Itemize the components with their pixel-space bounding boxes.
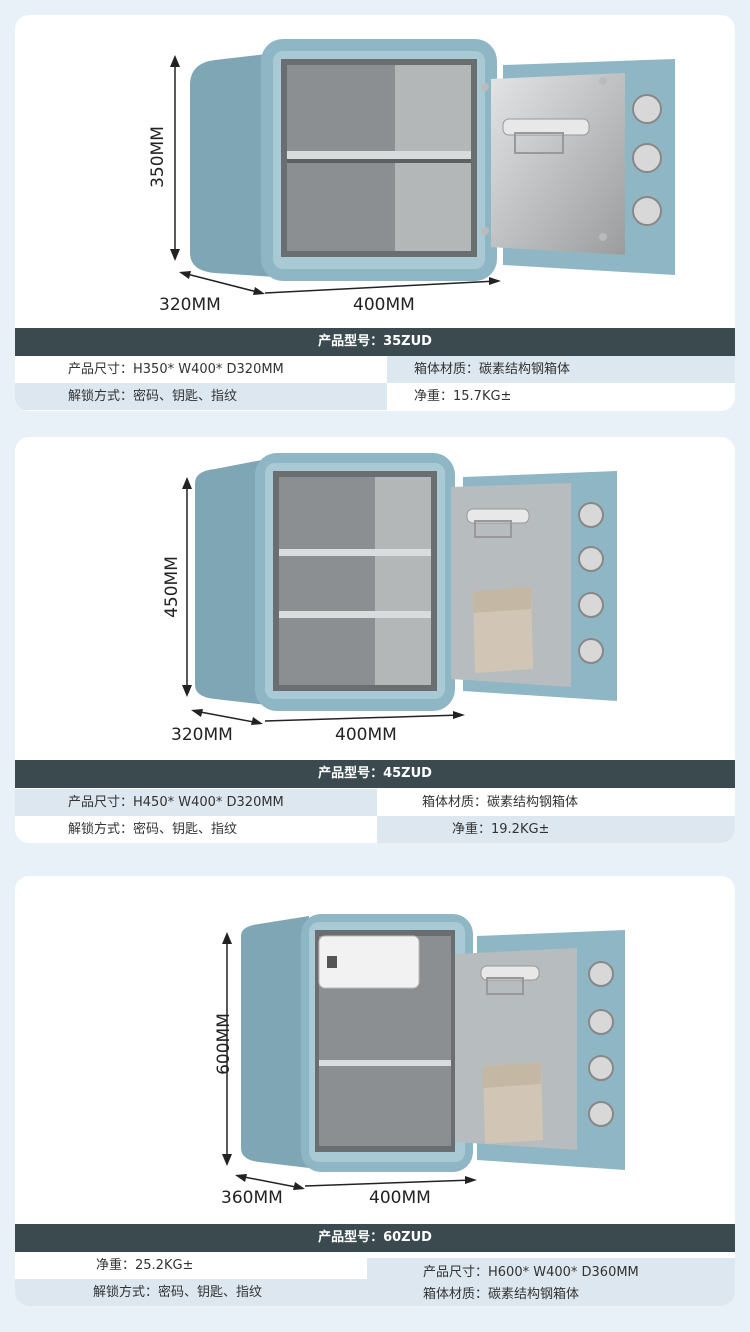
size-spec: 产品尺寸：H600* W400* D360MM [367, 1258, 735, 1287]
spec-row: 产品尺寸：H450* W400* D320MM 箱体材质：碳素结构钢箱体 [15, 789, 735, 816]
spec-row: 解锁方式：密码、钥匙、指纹 净重：19.2KG± [15, 816, 735, 843]
weight-spec: 净重：25.2KG± [15, 1252, 367, 1279]
unlock-spec: 解锁方式：密码、钥匙、指纹 [15, 816, 377, 843]
material-spec: 箱体材质：碳素结构钢箱体 [377, 789, 735, 816]
spec-row: 产品尺寸：H350* W400* D320MM 箱体材质：碳素结构钢箱体 [15, 356, 735, 383]
material-spec: 箱体材质：碳素结构钢箱体 [367, 1284, 735, 1306]
safe-image-45zud: 450MM 320MM 400MM [15, 437, 735, 757]
width-dimension-label: 400MM [353, 295, 415, 315]
depth-dimension-label: 320MM [171, 725, 233, 745]
height-dimension-label: 600MM [213, 1013, 234, 1075]
height-dimension-label: 450MM [161, 556, 182, 618]
spec-row: 净重：25.2KG± 解锁方式：密码、钥匙、指纹 产品尺寸：H600* W400… [15, 1252, 735, 1306]
safe-illustration [170, 39, 675, 295]
product-card-45zud: 450MM 320MM 400MM 产品型号：45ZUD 产品尺寸：H450* … [15, 437, 735, 843]
depth-dimension-label: 320MM [159, 295, 221, 315]
size-spec: 产品尺寸：H350* W400* D320MM [15, 356, 387, 383]
model-bar: 产品型号：60ZUD [15, 1224, 735, 1252]
material-spec: 箱体材质：碳素结构钢箱体 [387, 356, 735, 383]
width-dimension-label: 400MM [369, 1188, 431, 1208]
safe-image-60zud: 600MM 360MM 400MM [15, 876, 735, 1216]
product-card-35zud: 350MM 320MM 400MM 产品型号：35ZUD 产品尺寸：H350* … [15, 15, 735, 411]
weight-spec: 净重：15.7KG± [387, 383, 735, 410]
safe-illustration [182, 453, 617, 725]
safe-image-35zud: 350MM 320MM 400MM [15, 15, 735, 325]
weight-spec: 净重：19.2KG± [377, 816, 735, 843]
unlock-spec: 解锁方式：密码、钥匙、指纹 [15, 1279, 367, 1306]
width-dimension-label: 400MM [335, 725, 397, 745]
height-dimension-label: 350MM [147, 126, 168, 188]
depth-dimension-label: 360MM [221, 1188, 283, 1208]
product-card-60zud: 600MM 360MM 400MM 产品型号：60ZUD 净重：25.2KG± … [15, 876, 735, 1306]
size-spec: 产品尺寸：H450* W400* D320MM [15, 789, 377, 816]
model-bar: 产品型号：35ZUD [15, 328, 735, 356]
unlock-spec: 解锁方式：密码、钥匙、指纹 [15, 383, 387, 410]
spec-row: 解锁方式：密码、钥匙、指纹 净重：15.7KG± [15, 383, 735, 410]
model-bar: 产品型号：45ZUD [15, 760, 735, 788]
safe-illustration [222, 914, 625, 1190]
